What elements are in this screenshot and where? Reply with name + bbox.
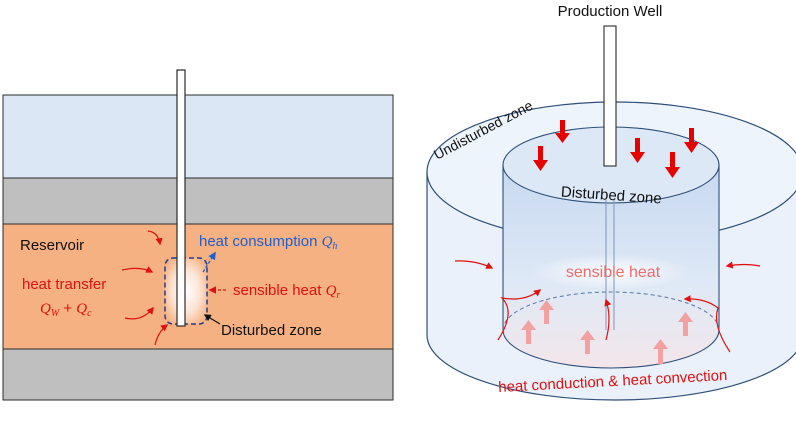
up-arrow [678, 312, 693, 336]
heat-inflow-arrow [124, 306, 154, 320]
down-arrows [533, 120, 699, 178]
production-well-label: Production Well [558, 3, 663, 20]
heat-consumption-label: heat consumption Qh [199, 233, 337, 252]
down-arrow [533, 146, 548, 171]
inner-cylinder-bottom-back [502, 291, 720, 331]
down-arrow [630, 138, 645, 163]
sensible-heat-glow [531, 254, 691, 290]
up-arrow [653, 339, 668, 364]
sensible-heat-label: sensible heat Qr [233, 282, 340, 301]
conduction-arrow [604, 298, 612, 341]
heat-transfer-label: heat transfer [22, 276, 106, 293]
down-arrow [684, 128, 699, 153]
up-arrow [580, 330, 595, 354]
lower-rock-layer [2, 348, 394, 401]
heat-inflow-arrow [154, 324, 169, 346]
upper-rock-layer [2, 177, 394, 225]
heat-inflow-arrow [147, 230, 163, 246]
heat-transfer-formula: QW + Qc [40, 300, 92, 319]
disturbed-zone-label: Disturbed zone [221, 322, 322, 339]
heat-inflow-arrow [121, 266, 154, 273]
side-heat-arrow [454, 260, 494, 269]
up-arrow [521, 320, 536, 344]
well-pipe [176, 69, 186, 327]
disturbed-zone-pointer [203, 314, 221, 325]
disturbed-zone-outline [164, 257, 208, 325]
conduction-arrow [497, 289, 542, 341]
right-panel: Production Well Undisturbed zone Disturb… [426, 3, 796, 401]
side-heat-arrow [725, 261, 761, 269]
disturbed-zone-glow [165, 258, 207, 324]
disturbed-zone-label: Disturbed zone [560, 184, 662, 208]
water-layer [2, 94, 394, 179]
conduction-arrow [683, 295, 731, 353]
production-well-pipe [603, 25, 617, 167]
up-arrows [521, 300, 693, 364]
left-panel: Reservoir heat transfer QW + Qc heat con… [2, 69, 394, 401]
sensible-heat-label: sensible heat [566, 264, 661, 281]
down-arrow [665, 152, 680, 178]
up-arrow [539, 300, 554, 324]
down-arrow [555, 120, 570, 143]
reservoir-label: Reservoir [20, 237, 84, 254]
heat-consumption-arrow [202, 251, 216, 273]
